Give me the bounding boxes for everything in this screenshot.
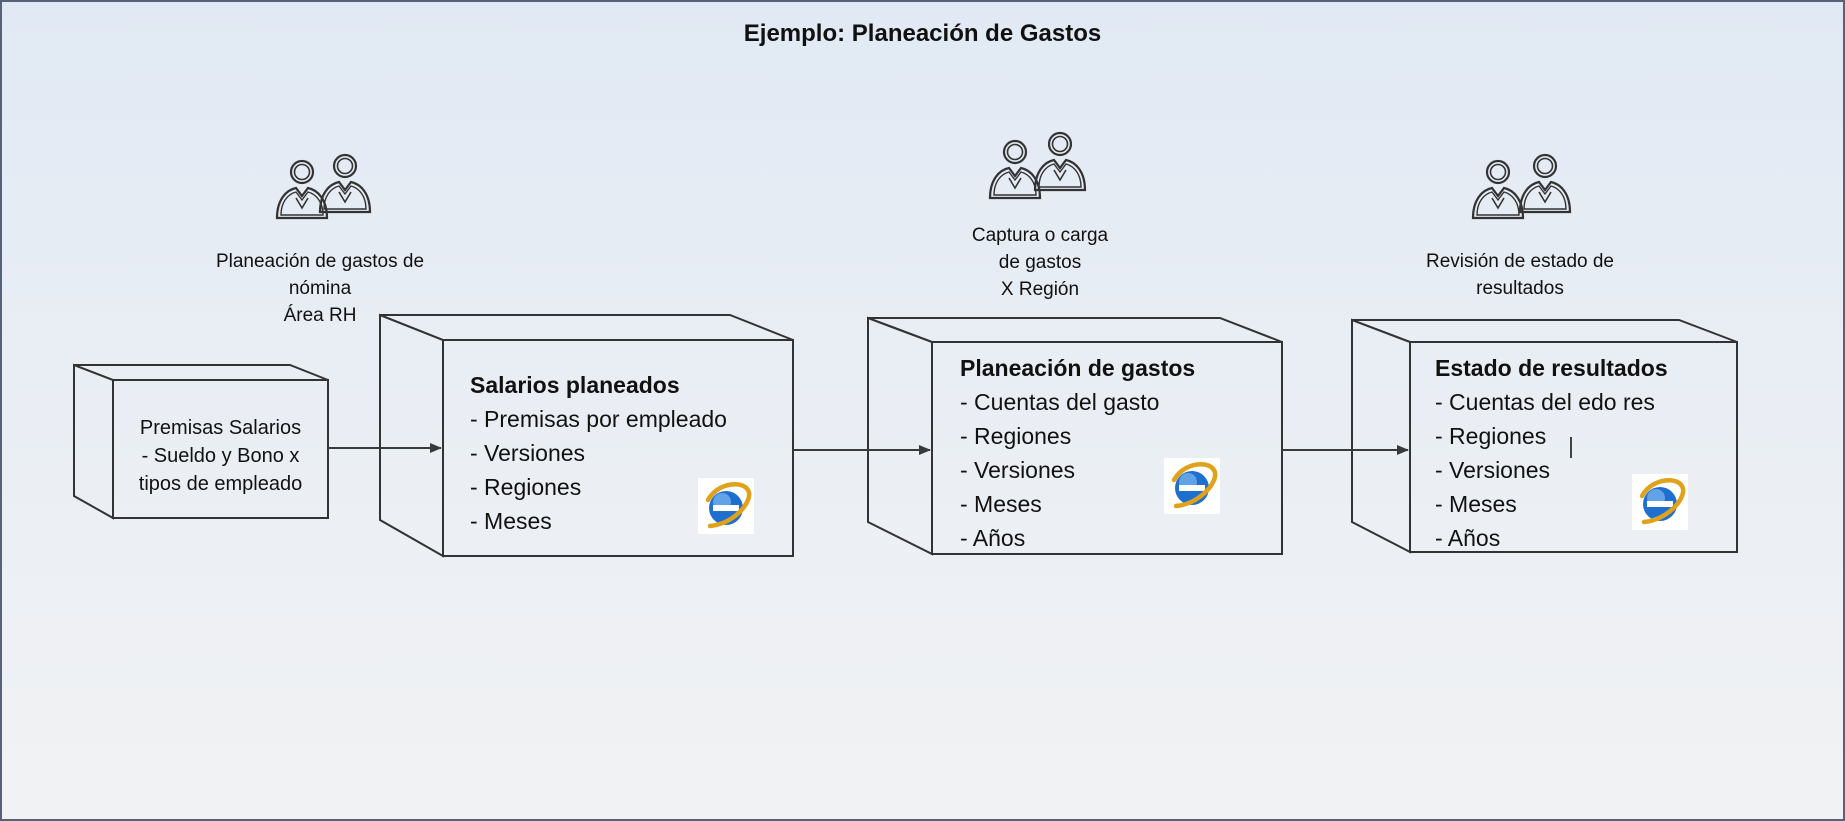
box-heading: Estado de resultados (1435, 355, 1668, 381)
role-line: nómina (288, 278, 352, 299)
role-line: Planeación de gastos de (215, 251, 425, 272)
box-item: - Versiones (1435, 457, 1551, 483)
box-item: - Premisas por empleado (470, 406, 727, 432)
diagram-title: Ejemplo: Planeación de Gastos (743, 20, 1102, 47)
role-label-region: Captura o carga de gastos X Región (890, 222, 1190, 303)
premisas-box-text: Premisas Salarios - Sueldo y Bono x tipo… (113, 414, 328, 498)
box-item: - Cuentas del gasto (960, 389, 1160, 415)
role-line: X Región (1000, 279, 1080, 300)
role-line: Revisión de estado de (1425, 251, 1614, 272)
salarios-box-shape (379, 313, 794, 558)
planeacion-box-text: Planeación de gastos - Cuentas del gasto… (960, 351, 1195, 555)
box-item: - Años (1435, 525, 1501, 551)
box-item: - Versiones (470, 440, 586, 466)
estado-box-shape (1351, 318, 1738, 554)
people-icon-review (1471, 153, 1572, 220)
box-item: - Meses (470, 508, 552, 534)
box-item: - Regiones (960, 423, 1072, 449)
box-heading: Salarios planeados (470, 372, 680, 398)
role-line: Área RH (283, 305, 357, 326)
box-item: - Regiones (470, 474, 582, 500)
people-icon-region (988, 131, 1087, 200)
box-item: - Regiones (1435, 423, 1547, 449)
box-item: - Años (960, 525, 1026, 551)
premisas-line: Premisas Salarios (139, 417, 302, 439)
estado-box-text: Estado de resultados - Cuentas del edo r… (1435, 351, 1668, 555)
premisas-line: - Sueldo y Bono x (141, 445, 300, 467)
role-label-rh: Planeación de gastos de nómina Área RH (170, 248, 470, 329)
role-line: Captura o carga (971, 225, 1109, 246)
premisas-line: tipos de empleado (138, 473, 303, 495)
role-line: de gastos (998, 252, 1082, 273)
box-heading: Planeación de gastos (960, 355, 1196, 381)
box-item: - Cuentas del edo res (1435, 389, 1655, 415)
box-item: - Versiones (960, 457, 1076, 483)
box-item: - Meses (1435, 491, 1517, 517)
box-item: - Meses (960, 491, 1042, 517)
role-label-review: Revisión de estado de resultados (1370, 248, 1670, 302)
planeacion-box-shape (867, 316, 1283, 556)
people-icon-rh (275, 153, 372, 220)
role-line: resultados (1476, 278, 1564, 299)
salarios-box-text: Salarios planeados - Premisas por emplea… (470, 368, 727, 538)
